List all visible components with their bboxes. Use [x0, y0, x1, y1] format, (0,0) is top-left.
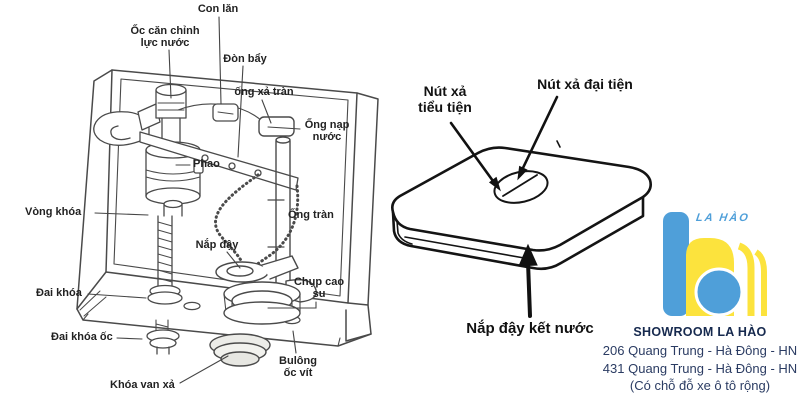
label-chup-cao-su: Chụp cao su [293, 276, 345, 301]
address-line-1: 206 Quang Trung - Hà Đông - HN [602, 343, 798, 358]
logo-wordmark: LA HÀO [695, 212, 751, 224]
label-con-lan: Con lăn [197, 3, 239, 15]
label-phao: Phao [193, 158, 220, 170]
label-don-bay: Đòn bẩy [223, 53, 267, 65]
label-dai-khoa: Đai khóa [36, 287, 82, 299]
label-nap-day-ket-nuoc: Nắp đậy kết nước [466, 320, 594, 337]
label-dai-khoa-oc: Đai khóa ốc [51, 331, 113, 343]
label-vong-khoa: Vòng khóa [25, 206, 82, 218]
showroom-info: SHOWROOM LA HÀO 206 Quang Trung - Hà Đôn… [597, 325, 800, 395]
label-khoa-van-xa: Khóa van xả [110, 379, 175, 391]
label-ong-xa-tran: ống xả tràn [234, 86, 294, 98]
address-line-2: 431 Quang Trung - Hà Đông - HN [602, 360, 798, 376]
label-bulong-oc-vit: Bulông ốc vít [279, 355, 317, 380]
label-ong-nap-nuoc: Ống nạp nước [304, 119, 350, 144]
label-nap-day: Nắp đậy [195, 239, 239, 251]
label-oc-can-chinh: Ốc căn chỉnh lực nước [130, 25, 200, 50]
showroom-title: SHOWROOM LA HÀO [633, 325, 767, 339]
label-ong-tran: Ống tràn [288, 209, 334, 221]
label-nut-xa-dai-tien: Nút xả đại tiện [537, 76, 633, 92]
parking-note: (Có chỗ đỗ xe ô tô rộng) [629, 378, 771, 393]
label-nut-xa-tieu-tien: Nút xả tiểu tiện [418, 83, 472, 115]
